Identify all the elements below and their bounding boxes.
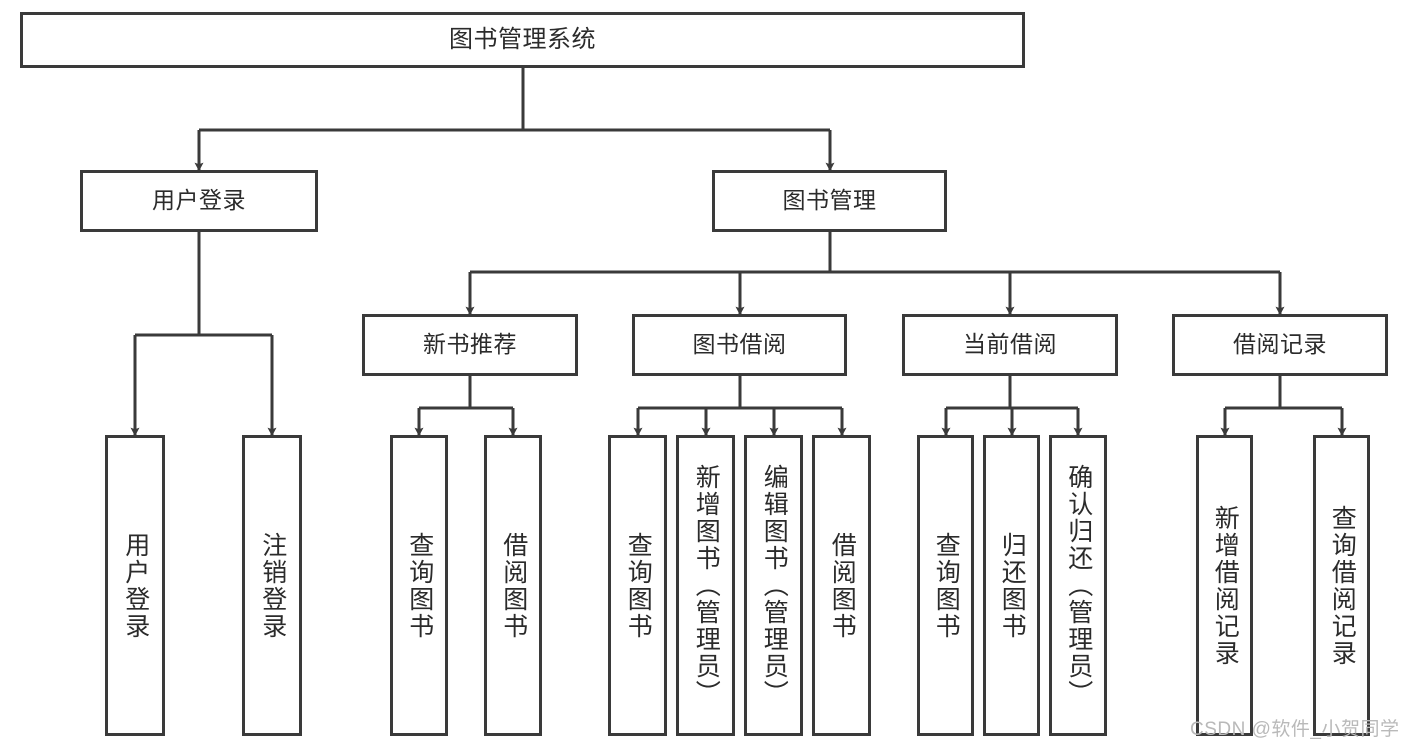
- node-label-login: 用户登录: [152, 187, 246, 214]
- node-n_borrow: 借阅图书: [484, 435, 542, 736]
- node-b_query: 查询图书: [608, 435, 667, 736]
- node-c_confirm: 确认归还（管理员）: [1049, 435, 1107, 736]
- node-label-borrow: 图书借阅: [692, 331, 787, 358]
- node-newbook: 新书推荐: [362, 314, 578, 376]
- node-b_add: 新增图书（管理员）: [676, 435, 735, 736]
- node-label-r_query: 查询借阅记录: [1328, 504, 1357, 667]
- node-label-c_query: 查询图书: [932, 531, 961, 640]
- node-label-c_confirm: 确认归还（管理员）: [1064, 464, 1093, 707]
- node-label-c_return: 归还图书: [998, 531, 1027, 640]
- node-l_login: 用户登录: [105, 435, 165, 736]
- node-l_logout: 注销登录: [242, 435, 302, 736]
- node-label-records: 借阅记录: [1233, 331, 1327, 358]
- node-label-n_borrow: 借阅图书: [499, 531, 528, 640]
- node-b_edit: 编辑图书（管理员）: [744, 435, 803, 736]
- node-label-l_login: 用户登录: [121, 531, 150, 640]
- node-c_return: 归还图书: [983, 435, 1040, 736]
- node-label-root: 图书管理系统: [449, 25, 596, 53]
- node-label-r_add: 新增借阅记录: [1211, 504, 1240, 667]
- node-label-b_lend: 借阅图书: [828, 531, 857, 640]
- node-current: 当前借阅: [902, 314, 1118, 376]
- node-c_query: 查询图书: [917, 435, 974, 736]
- node-label-n_query: 查询图书: [405, 531, 434, 640]
- node-r_add: 新增借阅记录: [1196, 435, 1253, 736]
- node-root: 图书管理系统: [20, 12, 1025, 68]
- node-label-b_add: 新增图书（管理员）: [692, 464, 721, 707]
- node-login: 用户登录: [80, 170, 318, 232]
- node-label-b_query: 查询图书: [624, 531, 653, 640]
- node-label-b_edit: 编辑图书（管理员）: [760, 464, 789, 707]
- node-label-current: 当前借阅: [963, 331, 1057, 358]
- node-label-newbook: 新书推荐: [423, 331, 517, 358]
- node-r_query: 查询借阅记录: [1313, 435, 1370, 736]
- node-borrow: 图书借阅: [632, 314, 847, 376]
- node-b_lend: 借阅图书: [812, 435, 871, 736]
- node-n_query: 查询图书: [390, 435, 448, 736]
- node-bookmgmt: 图书管理: [712, 170, 947, 232]
- node-label-l_logout: 注销登录: [258, 531, 287, 640]
- node-records: 借阅记录: [1172, 314, 1388, 376]
- node-label-bookmgmt: 图书管理: [782, 187, 877, 214]
